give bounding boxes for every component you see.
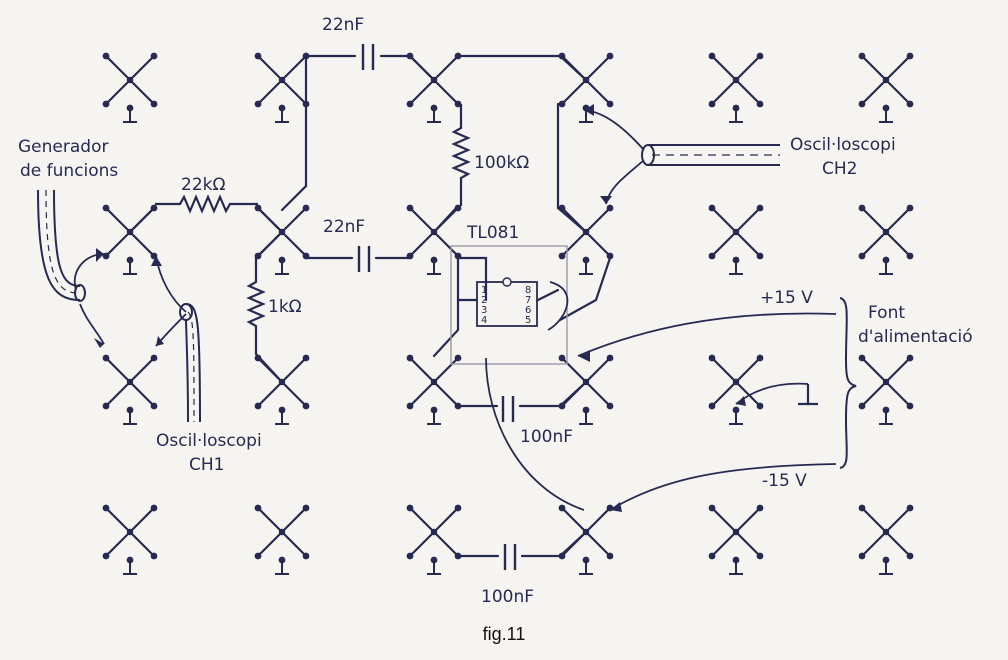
ic-pin-3: 3 — [481, 305, 487, 316]
label-osc1-2: CH1 — [189, 455, 224, 475]
coax-oscilloscope-ch1 — [179, 303, 201, 423]
ic-pin-1: 1 — [481, 285, 487, 296]
connection-node — [406, 52, 462, 123]
label-psu-1: Font — [868, 303, 905, 323]
label-r2: 100kΩ — [474, 153, 529, 173]
label-c1: 22nF — [322, 15, 364, 35]
connection-node — [102, 504, 158, 575]
capacitor-100nf-lower — [503, 544, 517, 570]
ic-pin-4: 4 — [481, 315, 487, 326]
breadboard-diagram: 1 2 3 4 8 7 6 5 — [18, 15, 973, 607]
connection-node — [406, 504, 462, 575]
wire — [558, 256, 612, 322]
connection-node — [102, 354, 158, 425]
wire — [518, 380, 588, 408]
wire — [280, 54, 308, 212]
capacitor-22nf-top — [361, 44, 375, 70]
connection-node — [254, 354, 310, 425]
label-generator-2: de funcions — [20, 161, 118, 181]
wire — [536, 288, 560, 302]
label-psu-2: d'alimentació — [858, 327, 973, 347]
wire — [520, 530, 588, 558]
capacitor-100nf-upper — [501, 396, 515, 422]
label-osc1-1: Oscil·loscopi — [156, 431, 262, 451]
psu-ground-symbol — [798, 384, 818, 406]
label-generator-1: Generador — [18, 137, 108, 157]
label-osc2-2: CH2 — [822, 159, 857, 179]
wire — [556, 102, 588, 234]
label-vneg: -15 V — [762, 471, 807, 491]
label-c4: 100nF — [481, 587, 534, 607]
connection-node — [558, 504, 614, 575]
coax-generator — [37, 189, 86, 302]
label-r1: 22kΩ — [181, 175, 225, 195]
psu-brace — [839, 297, 857, 469]
ic-pin-7: 7 — [525, 295, 531, 306]
connection-node — [858, 504, 914, 575]
label-c2: 22nF — [323, 217, 365, 237]
connection-node — [858, 204, 914, 275]
connection-node — [558, 204, 614, 275]
connection-node — [708, 354, 764, 425]
connection-node — [254, 504, 310, 575]
connection-node — [254, 204, 310, 275]
label-c3: 100nF — [520, 427, 573, 447]
label-r3: 1kΩ — [268, 297, 302, 317]
connection-node — [708, 204, 764, 275]
connection-node — [102, 52, 158, 123]
ic-pin-5: 5 — [525, 315, 531, 326]
figure-caption: fig.11 — [482, 624, 526, 644]
connection-node — [708, 52, 764, 123]
label-osc2-1: Oscil·loscopi — [790, 135, 896, 155]
capacitor-22nf-mid — [357, 246, 371, 272]
connection-nodes — [102, 52, 914, 575]
resistor-22k — [155, 194, 258, 214]
connection-node — [406, 204, 462, 275]
connection-node — [254, 52, 310, 123]
ic-pin-8: 8 — [525, 285, 531, 296]
resistor-1k — [246, 258, 266, 354]
coax-oscilloscope-ch2 — [641, 144, 780, 166]
connection-node — [406, 354, 462, 425]
wire — [459, 54, 588, 82]
wire — [432, 256, 460, 358]
connection-node — [858, 52, 914, 123]
connection-node — [558, 354, 614, 425]
label-ic: TL081 — [466, 223, 519, 243]
tl081-chip: 1 2 3 4 8 7 6 5 — [450, 245, 568, 365]
wire — [456, 256, 488, 302]
connection-node — [858, 354, 914, 425]
label-vpos: +15 V — [760, 288, 813, 308]
ic-pin-6: 6 — [525, 305, 531, 316]
connection-node — [102, 204, 158, 275]
resistor-100k — [451, 104, 471, 206]
wires — [128, 54, 612, 558]
arrow-heads — [94, 104, 746, 512]
connection-node — [708, 504, 764, 575]
ic-pin-2: 2 — [481, 295, 487, 306]
